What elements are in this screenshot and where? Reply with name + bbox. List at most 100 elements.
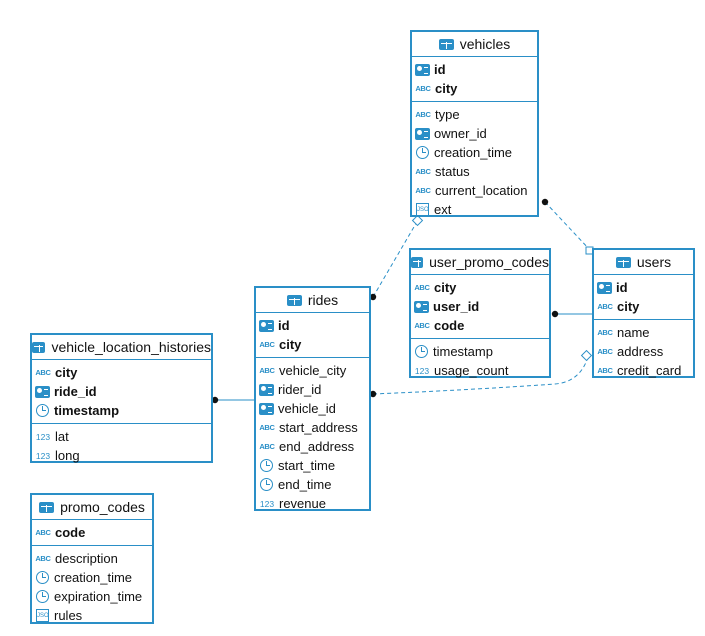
text-type-icon: ABC <box>415 84 431 93</box>
column-row[interactable]: vehicle_id <box>256 399 369 418</box>
column-name: rules <box>54 608 83 623</box>
table-header[interactable]: users <box>594 250 693 275</box>
table-name: rides <box>307 292 339 308</box>
column-name: address <box>617 344 664 359</box>
column-name: ride_id <box>54 384 97 399</box>
column-row[interactable]: id <box>412 60 537 79</box>
table-icon <box>39 501 55 513</box>
column-name: owner_id <box>434 126 487 141</box>
column-name: city <box>55 365 78 380</box>
column-row[interactable]: ride_id <box>32 382 211 401</box>
column-row[interactable]: rider_id <box>256 380 369 399</box>
column-name: end_address <box>279 439 355 454</box>
clock-icon <box>260 459 273 472</box>
clock-icon <box>36 404 49 417</box>
column-name: city <box>279 337 302 352</box>
json-icon: JSON <box>36 609 49 622</box>
column-name: current_location <box>435 183 528 198</box>
text-type-icon: ABC <box>259 366 275 375</box>
column-row[interactable]: owner_id <box>412 124 537 143</box>
column-row[interactable]: ABC city <box>32 363 211 382</box>
column-name: timestamp <box>433 344 493 359</box>
column-name: city <box>617 299 640 314</box>
column-row[interactable]: creation_time <box>32 568 152 587</box>
column-row[interactable]: start_time <box>256 456 369 475</box>
table-header[interactable]: vehicles <box>412 32 537 57</box>
key-id-icon <box>259 319 274 332</box>
text-type-icon: ABC <box>415 110 431 119</box>
column-name: vehicle_id <box>278 401 336 416</box>
clock-icon <box>36 590 49 603</box>
text-type-icon: ABC <box>259 423 275 432</box>
text-type-icon: ABC <box>597 328 613 337</box>
table-header[interactable]: user_promo_codes <box>411 250 549 275</box>
table-header[interactable]: rides <box>256 288 369 313</box>
table-icon <box>615 256 631 268</box>
column-row[interactable]: expiration_time <box>32 587 152 606</box>
column-name: status <box>435 164 470 179</box>
column-row[interactable]: JSONext <box>412 200 537 219</box>
column-name: timestamp <box>54 403 120 418</box>
column-row[interactable]: ABC name <box>594 323 693 342</box>
column-row[interactable]: JSON rules <box>32 606 152 625</box>
key-id-icon <box>259 383 274 396</box>
column-name: lat <box>55 429 69 444</box>
table-icon <box>286 294 302 306</box>
column-name: expiration_time <box>54 589 143 604</box>
key-id-icon <box>35 385 50 398</box>
text-type-icon: ABC <box>415 186 431 195</box>
number-type-icon: 123 <box>35 450 51 461</box>
table-header[interactable]: promo_codes <box>32 495 152 520</box>
column-row[interactable]: timestamp <box>411 342 549 361</box>
clock-icon <box>416 146 429 159</box>
column-row[interactable]: creation_time <box>412 143 537 162</box>
column-name: id <box>278 318 290 333</box>
text-type-icon: ABC <box>35 368 51 377</box>
column-name: code <box>434 318 465 333</box>
relation-dot <box>551 310 559 318</box>
column-row[interactable]: id <box>594 278 693 297</box>
number-type-icon: 123 <box>35 431 51 442</box>
column-name: ext <box>434 202 452 217</box>
clock-icon <box>36 571 49 584</box>
table-name: vehicle_location_histories <box>51 339 211 355</box>
text-type-icon: ABC <box>35 528 51 537</box>
column-row[interactable]: 123 lat <box>32 427 211 446</box>
column-row[interactable]: user_id <box>411 297 549 316</box>
column-row[interactable]: ABC current_location <box>412 181 537 200</box>
column-name: name <box>617 325 650 340</box>
key-id-icon <box>415 63 430 76</box>
column-row[interactable]: timestamp <box>32 401 211 420</box>
table-header[interactable]: vehicle_location_histories <box>32 335 211 360</box>
relation-diamond <box>580 349 593 362</box>
column-row[interactable]: end_time <box>256 475 369 494</box>
column-row[interactable]: id <box>256 316 369 335</box>
